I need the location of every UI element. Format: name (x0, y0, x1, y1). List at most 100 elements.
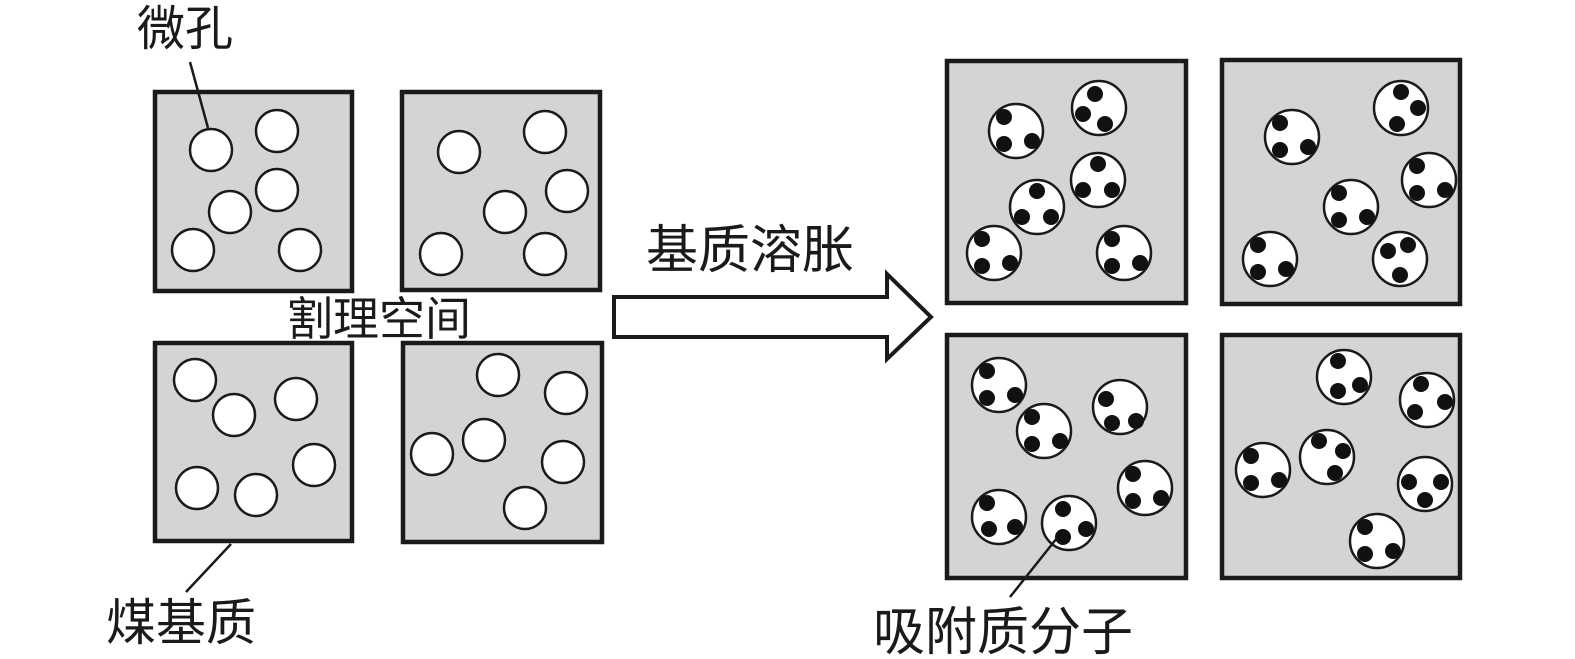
filled-micropore (1095, 224, 1153, 282)
adsorbate-molecule (996, 109, 1012, 125)
adsorbate-molecule (979, 495, 995, 511)
adsorbate-molecule (1087, 86, 1103, 102)
swelling-arrow-icon (612, 269, 934, 364)
adsorbate-molecule (1401, 474, 1417, 490)
swollen-block-bottom-left (944, 332, 1189, 581)
swollen-block-top-left (944, 58, 1189, 306)
adsorbate-molecule (1359, 209, 1375, 225)
adsorbate-molecule (996, 136, 1012, 152)
coal-matrix-label: 煤基质 (106, 594, 256, 652)
matrix-block-top-left (152, 89, 355, 294)
adsorbate-molecule (1357, 546, 1373, 562)
micropore (233, 472, 279, 518)
adsorbate-molecule (1153, 490, 1169, 506)
adsorbate-molecule (1097, 116, 1113, 132)
adsorbate-molecule (1417, 492, 1433, 508)
filled-micropore (1322, 178, 1380, 236)
micropore (1263, 108, 1321, 166)
adsorbate-molecule (1055, 501, 1071, 517)
micropore (1234, 441, 1292, 499)
micropore (188, 127, 234, 173)
filled-micropore (1008, 178, 1066, 236)
adsorbate-molecule (1433, 474, 1449, 490)
adsorbate-molecule (1007, 387, 1023, 403)
filled-micropore (1396, 455, 1454, 513)
adsorbate-molecule (1331, 212, 1347, 228)
after-swelling-group (944, 57, 1463, 581)
swollen-block-top-right (1219, 57, 1463, 307)
adsorbate-leader-line (1009, 537, 1058, 598)
adsorbate-molecule (979, 390, 995, 406)
micropore (970, 356, 1028, 414)
micropore (987, 102, 1045, 160)
micropore (273, 376, 319, 422)
adsorbate-molecule (1357, 519, 1373, 535)
micropore (1015, 402, 1073, 460)
adsorbate-molecule (1075, 106, 1091, 122)
micropore (1400, 151, 1458, 209)
adsorbate-molecule (1024, 409, 1040, 425)
adsorbate-molecule (979, 363, 995, 379)
adsorbate-molecule (1413, 376, 1429, 392)
matrix-block-top-right (399, 89, 603, 293)
adsorbate-molecule (1393, 84, 1409, 100)
adsorbate-molecule-label: 吸附质分子 (873, 603, 1133, 659)
filled-micropore (1371, 230, 1429, 288)
adsorbate-molecule (1410, 100, 1426, 116)
filled-micropore (965, 224, 1023, 282)
cleat-space-label: 割理空间 (287, 292, 471, 346)
micropore (207, 189, 253, 235)
adsorbate-molecule (1437, 182, 1453, 198)
micropore (291, 442, 337, 488)
adsorbate-molecule (1128, 413, 1144, 429)
adsorbate-molecule (1055, 529, 1071, 545)
adsorbate-molecule (1409, 185, 1425, 201)
adsorbate-molecule (1090, 156, 1106, 172)
filled-micropore (1241, 230, 1299, 288)
adsorbate-molecule (1400, 237, 1416, 253)
adsorbate-molecule (1250, 264, 1266, 280)
micropore (1116, 459, 1174, 517)
adsorbate-molecule (1024, 133, 1040, 149)
adsorbate-molecule (1311, 433, 1327, 449)
filled-micropore (1091, 378, 1149, 436)
micropore-leader-line (188, 61, 210, 129)
adsorbate-molecule (1104, 231, 1120, 247)
filled-micropore (1015, 402, 1073, 460)
micropore (1396, 455, 1454, 513)
adsorbate-molecule (974, 258, 990, 274)
micropore (970, 488, 1028, 546)
coal-matrix-leader-line (185, 543, 232, 593)
adsorbate-molecule (1389, 116, 1405, 132)
filled-micropore (1070, 79, 1128, 137)
filled-micropore (970, 488, 1028, 546)
micropore (475, 352, 521, 398)
before-swelling-group (152, 89, 605, 545)
adsorbate-molecule (1330, 353, 1346, 369)
adsorbate-molecule (1104, 182, 1120, 198)
adsorbate-molecule (1392, 267, 1408, 283)
micropore (544, 168, 590, 214)
filled-micropore (1116, 459, 1174, 517)
adsorbate-molecule (1330, 383, 1346, 399)
micropore (1372, 79, 1430, 137)
micropore (1322, 178, 1380, 236)
filled-micropore (1315, 348, 1373, 406)
adsorbate-molecule (1335, 443, 1351, 459)
micropore (1095, 224, 1153, 282)
matrix-swelling-label: 基质溶胀 (646, 221, 854, 281)
adsorbate-molecule (1024, 436, 1040, 452)
adsorbate-molecule (1075, 182, 1091, 198)
micropore (543, 370, 589, 416)
micropore (418, 231, 464, 277)
adsorbate-molecule (1380, 243, 1396, 259)
adsorbate-molecule (974, 231, 990, 247)
adsorbate-molecule (1250, 237, 1266, 253)
micropore (254, 108, 300, 154)
adsorbate-molecule (1132, 255, 1148, 271)
adsorbate-molecule (1014, 209, 1030, 225)
adsorbate-molecule (1327, 465, 1343, 481)
adsorbate-molecule (1098, 391, 1114, 407)
micropore (436, 129, 482, 175)
